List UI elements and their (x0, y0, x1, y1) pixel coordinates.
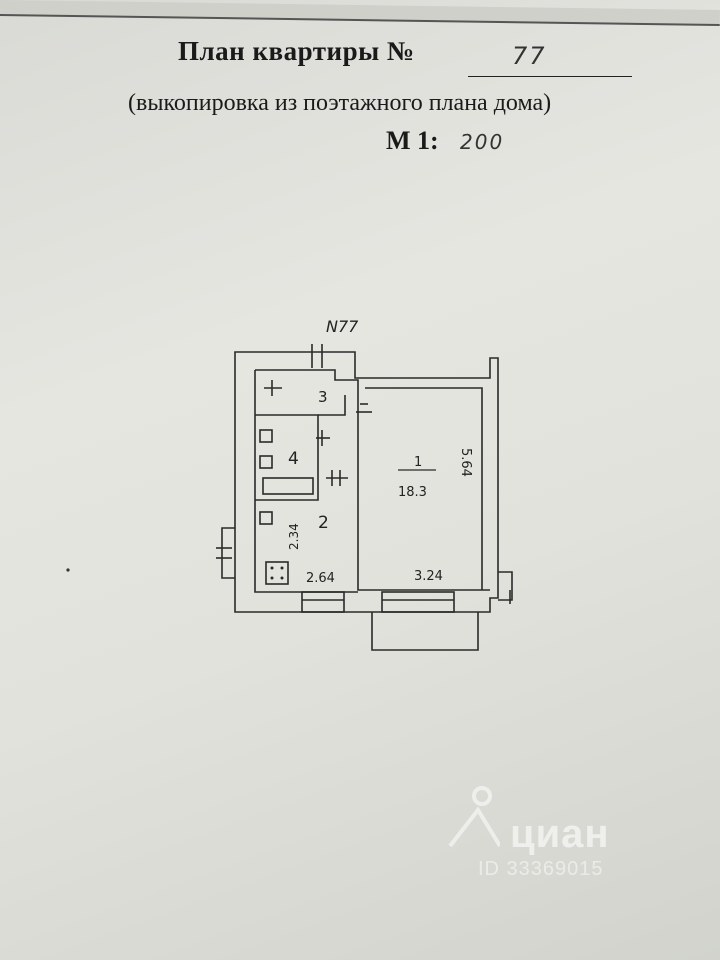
scale-label: М 1: (386, 126, 439, 155)
page-title: План квартиры № (178, 36, 415, 66)
dimension-kitchen-width: 2.64 (306, 571, 335, 586)
dimension-room1-length: 5.64 (458, 448, 473, 477)
outer-jog (221, 527, 235, 579)
window-room1 (381, 591, 455, 613)
room-3-number: 3 (318, 388, 328, 406)
room-4-number: 4 (288, 449, 299, 469)
window-kitchen (301, 591, 345, 613)
watermark-id: ID 33369015 (478, 858, 604, 880)
partition-3 (318, 395, 346, 416)
inner-wall (255, 369, 490, 591)
page-subtitle: (выкопировка из поэтажного плана дома) (128, 90, 552, 116)
partition-4 (255, 414, 319, 501)
cian-logo-icon (448, 786, 500, 848)
room-1-number: 1 (414, 455, 422, 470)
apartment-label: N77 (326, 317, 359, 336)
stove-icon (265, 561, 289, 585)
inner-wall-room1 (365, 387, 483, 590)
watermark-brand: циан (510, 812, 610, 856)
room-1-area: 18.3 (398, 485, 427, 500)
apartment-number-field: 77 (468, 42, 632, 77)
sink-icon (259, 455, 273, 469)
left-wall-inner (254, 370, 358, 593)
room-2-number: 2 (318, 513, 329, 533)
sink-kitchen-icon (259, 511, 273, 525)
bathtub-icon (262, 477, 314, 495)
toilet-icon (259, 429, 273, 443)
dimension-kitchen-length: 2.34 (287, 523, 301, 550)
dimension-room1-width: 3.24 (414, 569, 443, 584)
outer-wall (234, 351, 499, 613)
apartment-number: 77 (512, 42, 547, 70)
scale-value: 200 (460, 130, 505, 154)
outer-jog-right (498, 571, 513, 601)
balcony (371, 612, 479, 651)
